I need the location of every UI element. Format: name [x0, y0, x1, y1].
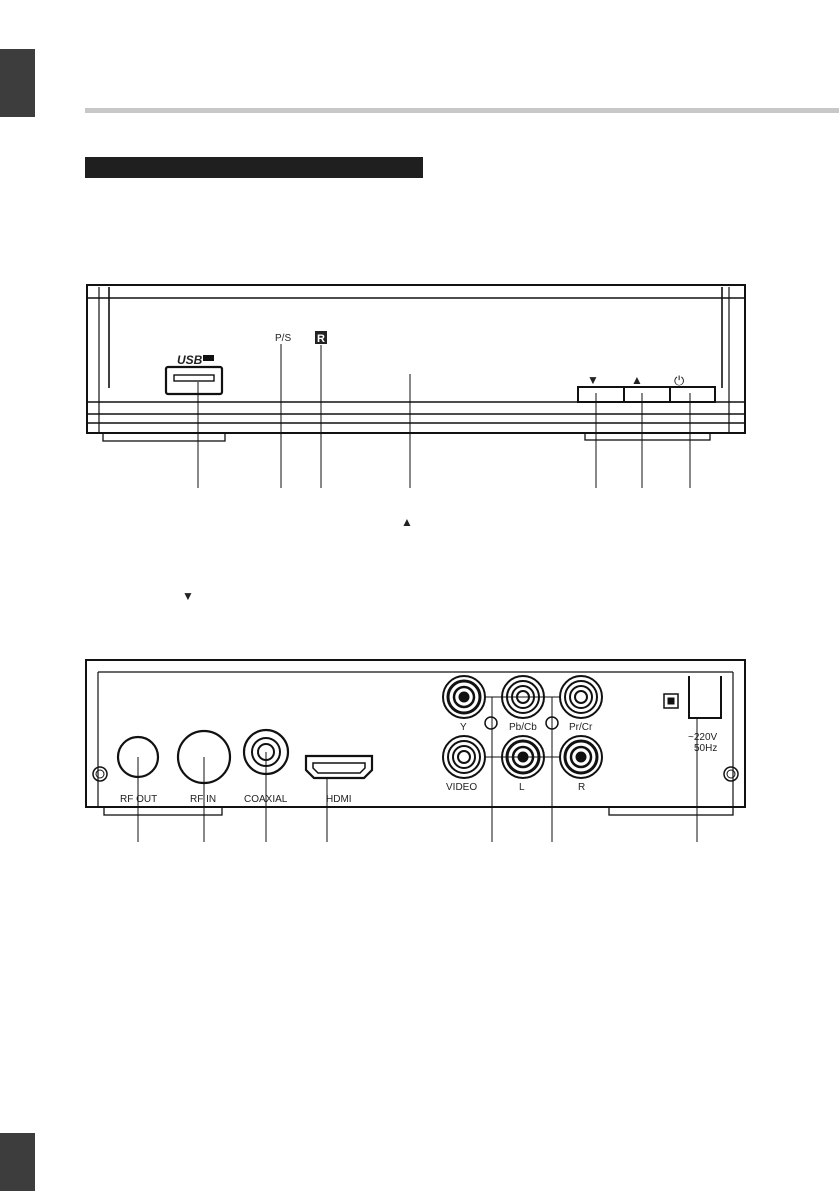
channel-up-glyph: ▲ [631, 373, 643, 387]
r-label: R [578, 782, 585, 793]
y-label: Y [460, 722, 467, 733]
ir-label: R [317, 333, 325, 345]
rear-panel [85, 659, 746, 816]
ps-label: P/S [275, 333, 291, 344]
rf-in-label: RF IN [190, 794, 216, 805]
video-label: VIDEO [446, 782, 477, 793]
page-side-tab-top [0, 49, 35, 117]
power-frequency-label: 50Hz [694, 743, 717, 754]
usb-logo: USB [177, 353, 203, 367]
page-side-tab-bottom [0, 1133, 35, 1191]
pb-cb-label: Pb/Cb [509, 722, 537, 733]
hdmi-label: HDMI [326, 794, 352, 805]
front-panel [86, 284, 746, 442]
usb-logo-plug-icon [203, 355, 214, 361]
up-arrow-glyph: ▲ [401, 515, 413, 529]
rf-out-label: RF OUT [120, 794, 157, 805]
front-callout-lines [197, 344, 691, 488]
power-glyph: ⏻ [674, 373, 684, 388]
power-voltage-label: ~220V [688, 732, 718, 743]
down-arrow-glyph: ▼ [182, 589, 194, 603]
header-rule [85, 108, 839, 113]
l-label: L [519, 782, 525, 793]
ir-sensor-icon [315, 331, 327, 344]
section-heading-bar [85, 157, 423, 178]
rear-callout-lines [137, 697, 698, 842]
channel-down-glyph: ▼ [587, 373, 599, 387]
pr-cr-label: Pr/Cr [569, 722, 593, 733]
